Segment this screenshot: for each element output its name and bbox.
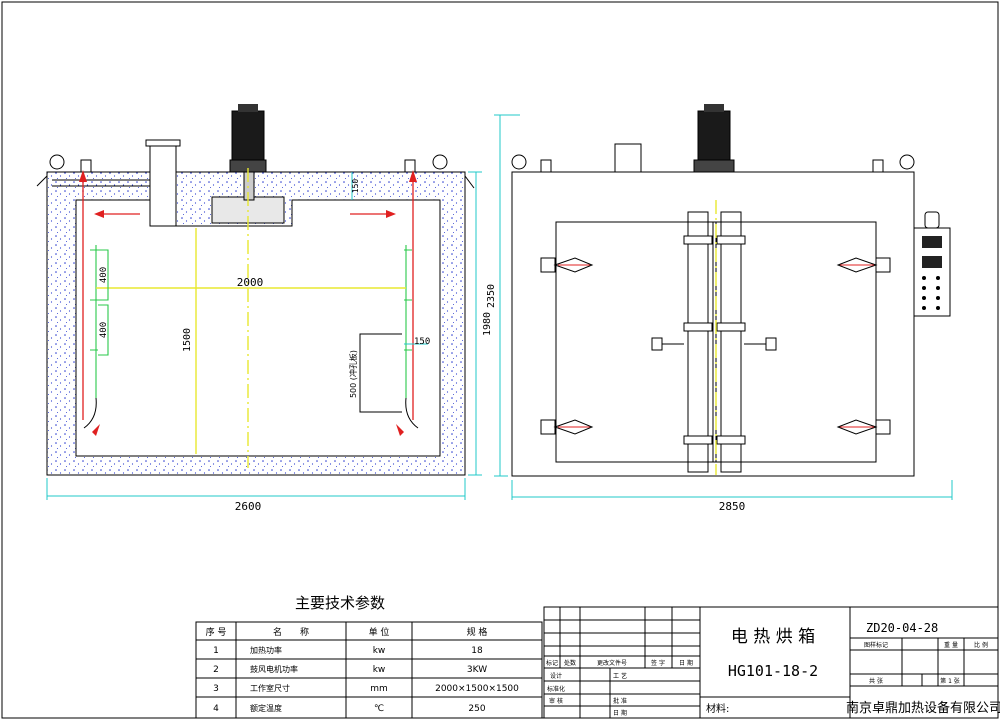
dim-inner-width: 2000 <box>237 276 264 289</box>
front-section-view <box>36 104 482 500</box>
heater-rails <box>95 245 407 398</box>
params-table <box>195 621 543 719</box>
row4-spec: 250 <box>468 704 485 714</box>
header-name: 名 称 <box>273 626 309 638</box>
duct-flange <box>145 139 181 147</box>
dim-front-width: 2600 <box>235 500 262 513</box>
dim-side-height: 2350 <box>486 284 497 308</box>
tb-change-doc: 更改文件号 <box>597 659 627 667</box>
row4-name: 额定温度 <box>250 703 282 713</box>
blower-shaft <box>243 169 255 201</box>
dim-side-width: 2850 <box>719 500 746 513</box>
tb-date2: 日 期 <box>613 709 627 717</box>
lifting-lug-right <box>432 154 448 170</box>
dim-insulation: 150 <box>351 179 360 194</box>
row3-spec: 2000×1500×1500 <box>435 684 519 694</box>
header-spec: 规 格 <box>467 626 488 638</box>
dim-shelf-2: 400 <box>99 322 109 338</box>
dim-150: 150 <box>414 337 430 347</box>
tb-count: 处数 <box>564 659 576 667</box>
motor-cap <box>238 104 258 112</box>
tb-date: 日 期 <box>679 659 693 667</box>
lifting-lug-left <box>49 154 65 170</box>
tb-craft: 工 艺 <box>613 672 627 680</box>
material-label: 材料: <box>706 702 729 715</box>
lug-right <box>404 159 416 173</box>
row2-index: 2 <box>213 665 219 675</box>
row2-spec: 3KW <box>467 665 487 675</box>
tb-weight: 重 量 <box>944 641 958 649</box>
tb-review: 审 核 <box>549 697 563 705</box>
row1-unit: kw <box>373 646 386 656</box>
work-chamber <box>75 199 441 457</box>
top-motor <box>697 110 731 162</box>
tb-design: 设计 <box>550 672 562 680</box>
tb-sheet: 第 1 张 <box>940 677 960 685</box>
row3-index: 3 <box>213 684 219 694</box>
row1-spec: 18 <box>471 646 483 656</box>
dim-work-height: 1500 <box>182 328 193 352</box>
tb-signature: 签 字 <box>651 659 665 667</box>
dim-punch-plate: 500 (冲孔板) <box>348 350 358 398</box>
tb-standard: 标准化 <box>547 685 565 693</box>
row1-name: 加热功率 <box>250 645 282 655</box>
row1-index: 1 <box>213 646 219 656</box>
header-unit: 单 位 <box>369 626 390 638</box>
door-hinges <box>683 211 746 473</box>
row2-name: 鼓风电机功率 <box>250 664 298 674</box>
control-panel <box>913 211 951 317</box>
dim-front-height: 1980 <box>482 312 493 336</box>
punch-plate-dim <box>359 333 402 413</box>
airflow-arrows <box>79 170 417 436</box>
row4-unit: ℃ <box>374 704 384 714</box>
fan-motor <box>231 110 265 162</box>
row2-unit: kw <box>373 665 386 675</box>
exhaust-stack <box>614 143 642 173</box>
tb-scale: 比 例 <box>974 641 988 649</box>
params-title: 主要技术参数 <box>295 594 385 612</box>
tb-approve: 批 准 <box>613 697 627 705</box>
dim-shelf-1: 400 <box>99 267 109 283</box>
row3-name: 工作室尺寸 <box>250 683 290 693</box>
company-name: 南京卓鼎加热设备有限公司 <box>846 700 1000 716</box>
model-number: HG101-18-2 <box>728 662 818 680</box>
tb-total: 共 张 <box>869 677 883 685</box>
lug-left <box>80 159 92 173</box>
door-locks <box>540 257 891 435</box>
side-door-view <box>494 104 953 500</box>
tb-drawing-mark: 图样标记 <box>864 641 888 649</box>
row3-unit: mm <box>370 684 388 694</box>
tb-mark: 标记 <box>546 659 558 667</box>
door-handles <box>652 338 776 350</box>
row4-index: 4 <box>213 704 219 714</box>
header-index: 序 号 <box>206 626 227 638</box>
product-name: 电 热 烘 箱 <box>731 627 815 647</box>
title-block <box>543 606 999 719</box>
exhaust-duct <box>149 143 177 227</box>
drawing-number: ZD20-04-28 <box>866 621 938 635</box>
